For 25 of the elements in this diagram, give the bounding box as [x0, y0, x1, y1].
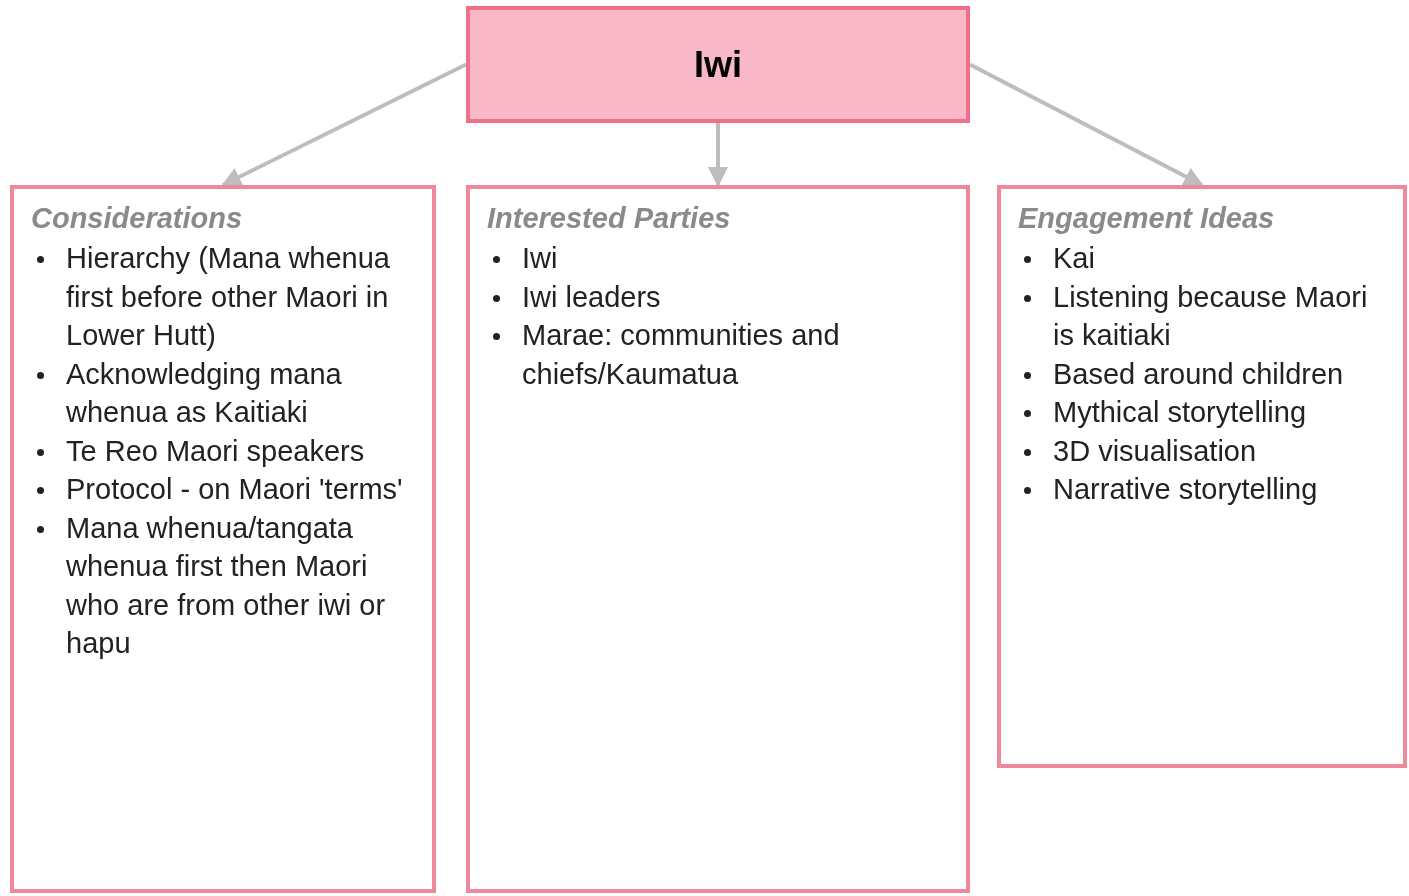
- list-item: 3D visualisation: [1053, 433, 1257, 469]
- list-item: Mythical storytelling: [1053, 395, 1307, 430]
- list-item: Mana whenua/tangata whenua first then Maori who are from other iwi or hapu: [66, 510, 387, 661]
- arrow: [708, 123, 728, 187]
- title-text: Iwi: [694, 42, 742, 87]
- list-item: Protocol - on Maori 'terms': [66, 472, 403, 507]
- arrow: [221, 62, 467, 187]
- heading: Interested Parties: [487, 201, 732, 236]
- list-item: Narrative storytelling: [1053, 472, 1318, 507]
- list-panel: [10, 185, 436, 893]
- list-panel: [997, 185, 1407, 768]
- list-item: Acknowledging mana whenua as Kaitiaki: [66, 356, 343, 430]
- list-item: Kai: [1053, 241, 1095, 276]
- list-item: Based around children: [1053, 356, 1344, 392]
- title-box: [466, 6, 970, 123]
- arrow: [969, 62, 1204, 187]
- heading: Considerations: [31, 201, 244, 236]
- list-item: Listening because Maori is kaitiaki: [1053, 279, 1369, 353]
- list-item: Hierarchy (Mana whenua first before other Maori in Lower Hutt): [66, 241, 391, 353]
- list-item: Iwi: [522, 241, 558, 276]
- list-item: Iwi leaders: [522, 279, 661, 315]
- list-panel: [466, 185, 970, 893]
- heading: Engagement Ideas: [1018, 201, 1276, 236]
- list-item: Te Reo Maori speakers: [66, 433, 365, 469]
- list-item: Marae: communities and chiefs/Kaumatua: [522, 318, 841, 392]
